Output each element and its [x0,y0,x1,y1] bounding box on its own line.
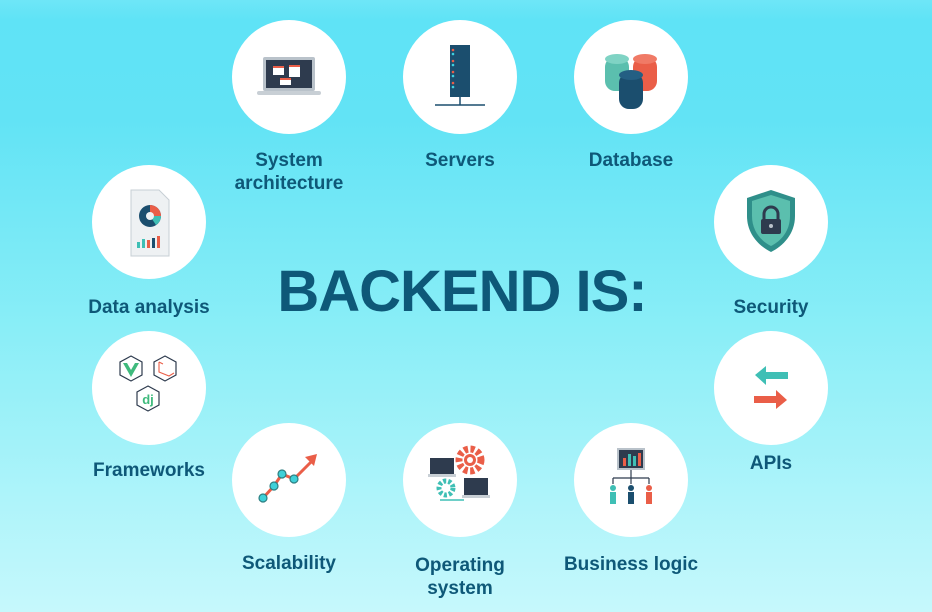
label-line: Operating [415,555,505,576]
business-logic-label: Business logic [563,554,699,575]
business-logic-circle [574,423,688,537]
report-chart-icon [130,189,170,257]
server-rack-icon [435,45,485,106]
growth-chart-icon [258,454,317,503]
exchange-arrows-icon [754,366,788,409]
scalability-circle [232,423,346,537]
frameworks-label: Frameworks [93,460,205,481]
database-label: Database [588,150,674,171]
label-line: system [427,578,493,599]
frameworks-circle: dj [92,331,206,445]
org-dashboard-icon [610,448,652,504]
scalability-label: Scalability [242,553,336,574]
svg-text:dj: dj [142,392,154,407]
shield-lock-icon [747,190,795,252]
security-circle [714,165,828,279]
system-architecture-circle [232,20,346,134]
database-circle [574,20,688,134]
data-analysis-circle [92,165,206,279]
servers-circle [403,20,517,134]
label-line: architecture [234,173,344,194]
servers-label: Servers [425,150,495,171]
database-icon [605,54,657,109]
page-title: BACKEND IS: [277,259,647,324]
laptop-diagram-icon [257,57,321,95]
security-label: Security [733,297,809,318]
operating-system-label: Operating system [415,554,505,600]
computers-gears-icon [428,445,490,501]
operating-system-circle [403,423,517,537]
framework-logos-icon: dj [119,355,177,412]
label-line: System [255,150,323,171]
system-architecture-label: System architecture [235,149,344,195]
data-analysis-label: Data analysis [88,297,210,318]
apis-label: APIs [749,453,793,474]
apis-circle [714,331,828,445]
